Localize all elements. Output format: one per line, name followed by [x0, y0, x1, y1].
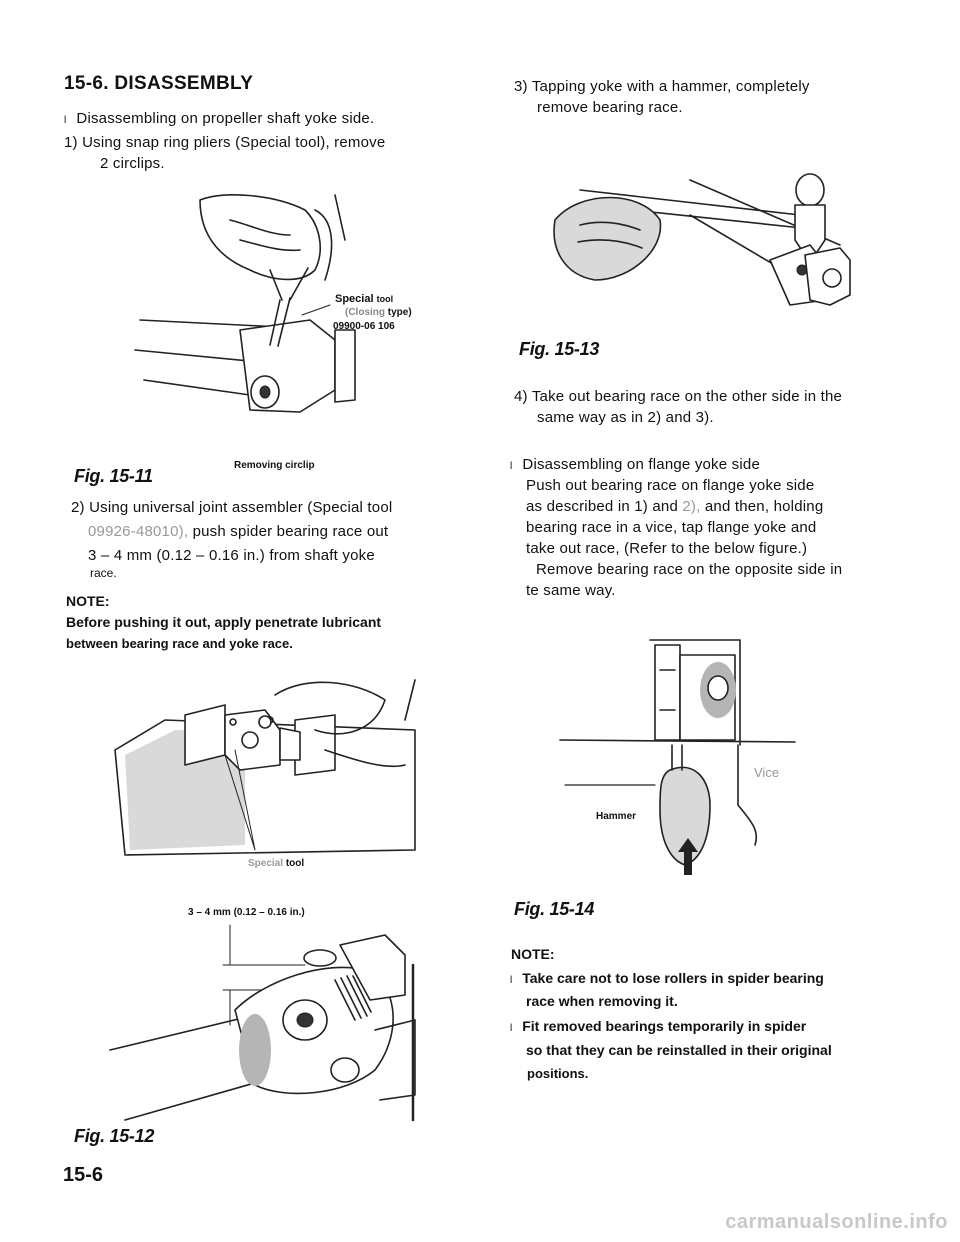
figure-assembler-illustration: [114, 679, 416, 856]
step3-line1: 3) Tapping yoke with a hammer, completel…: [514, 78, 810, 95]
figure-15-14-illustration: [559, 639, 796, 875]
flange-line7: te same way.: [526, 582, 616, 599]
fig11-label-tool: tool: [376, 294, 394, 304]
left-note-line2: between bearing race and yoke race.: [66, 636, 293, 651]
fig11-label-special-tool: Special tool: [335, 293, 393, 305]
flange-line2: Push out bearing race on flange yoke sid…: [526, 477, 815, 494]
step4-line1: 4) Take out bearing race on the other si…: [514, 388, 843, 405]
fig14-label-vice: Vice: [754, 765, 780, 780]
fig11-label-removing: Removing circlip: [234, 460, 315, 471]
fig12-label-measure: 3 – 4 mm (0.12 – 0.16 in.): [188, 907, 305, 918]
figure-15-12-illustration: [109, 924, 416, 1122]
flange-line3-c: and then, holding: [704, 498, 824, 515]
right-note2-line3: positions.: [527, 1066, 589, 1081]
watermark: carmanualsonline.info: [725, 1211, 948, 1233]
figure-15-11-illustration: [134, 194, 356, 413]
bullet: l: [510, 461, 513, 472]
flange-line3: as described in 1) and 2), and then, hol…: [526, 496, 823, 517]
step1-line1: 1) Using snap ring pliers (Special tool)…: [64, 134, 386, 151]
right-note1-line1: l Take care not to lose rollers in spider…: [510, 970, 824, 986]
step2-line4: race.: [90, 566, 117, 580]
fig11-label-closing: (Closing: [345, 307, 385, 318]
fig-mid-label-tool: tool: [285, 858, 305, 869]
figure-15-13-illustration: [553, 173, 851, 306]
fig14-label-hammer: Hammer: [596, 811, 637, 822]
fig11-caption: Fig. 15-11: [74, 466, 153, 486]
bullet: l: [510, 1023, 513, 1034]
flange-line3-a: as described in 1) and: [526, 498, 678, 515]
step2-line1: 2) Using universal joint assembler (Spec…: [71, 499, 393, 516]
step3-line2: remove bearing race.: [537, 99, 683, 116]
fig14-caption: Fig. 15-14: [514, 899, 595, 919]
flange-heading: Disassembling on flange yoke side: [522, 456, 760, 473]
right-note1-line2: race when removing it.: [526, 993, 678, 1009]
step2-line3: 3 – 4 mm (0.12 – 0.16 in.) from shaft yo…: [88, 547, 375, 564]
note2-line1-text: Fit removed bearings temporarily in spid…: [522, 1018, 807, 1034]
flange-line4: bearing race in a vice, tap flange yoke …: [526, 519, 817, 536]
fig-mid-label-special: Special: [248, 858, 284, 869]
right-note2-line2: so that they can be reinstalled in their…: [526, 1042, 832, 1058]
fig-mid-label-special-tool: Special tool: [248, 858, 304, 869]
step2-tool-number: 09926-48010),: [88, 523, 189, 540]
bullet: l: [64, 115, 67, 126]
step2-line2-text: push spider bearing race out: [192, 523, 389, 540]
fig11-label-special: Special: [335, 293, 374, 305]
section-heading: 15-6. DISASSEMBLY: [64, 73, 254, 94]
intro-line: l Disassembling on propeller shaft yoke s…: [64, 108, 374, 131]
step2-line2: 09926-48010), push spider bearing race o…: [88, 521, 388, 542]
fig11-label-type: type): [387, 307, 412, 318]
right-note-heading: NOTE:: [511, 946, 555, 962]
page-number: 15-6: [63, 1164, 104, 1186]
fig13-caption: Fig. 15-13: [519, 339, 600, 359]
flange-line3-ref: 2),: [682, 498, 701, 515]
flange-line5: take out race, (Refer to the below figur…: [526, 540, 808, 557]
left-note-line1: Before pushing it out, apply penetrate l…: [66, 614, 382, 630]
flange-line6: Remove bearing race on the opposite side…: [536, 561, 843, 578]
flange-line1: l Disassembling on flange yoke side: [510, 454, 760, 477]
intro-text: Disassembling on propeller shaft yoke si…: [76, 110, 375, 127]
left-note-heading: NOTE:: [66, 593, 110, 609]
note1-line1-text: Take care not to lose rollers in spider …: [522, 970, 824, 986]
step1-line2: 2 circlips.: [100, 155, 165, 172]
fig11-label-closing-type: (Closing type): [345, 307, 412, 318]
fig12-caption: Fig. 15-12: [74, 1126, 155, 1146]
fig11-label-partno: 09900-06 106: [333, 321, 395, 332]
step4-line2: same way as in 2) and 3).: [537, 409, 714, 426]
right-note2-line1: l Fit removed bearings temporarily in spi…: [510, 1018, 806, 1034]
bullet: l: [510, 975, 513, 986]
